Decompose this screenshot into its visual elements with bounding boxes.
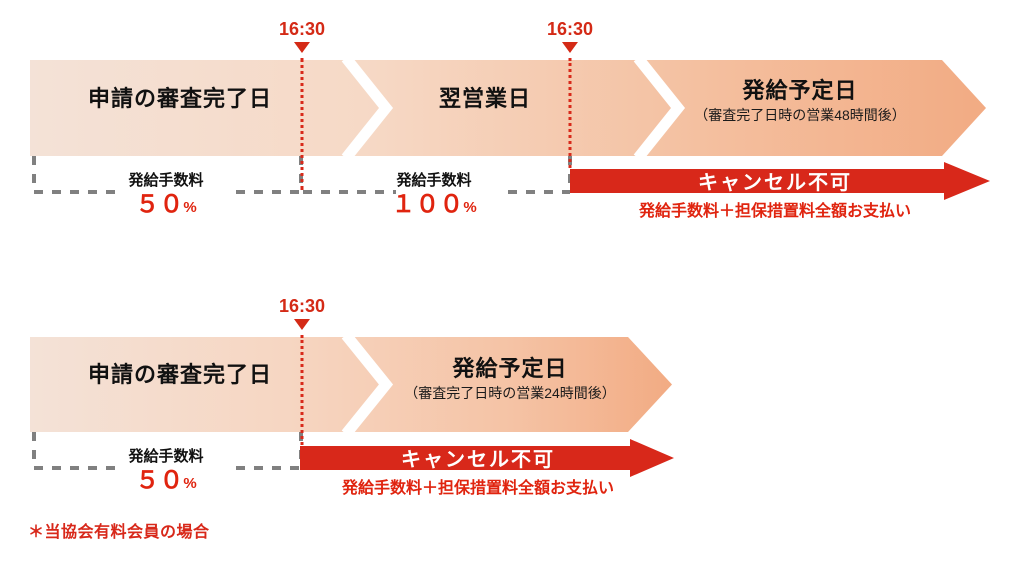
- top-fee-1-name: 発給手数料: [128, 172, 204, 189]
- top-fee-2-name: 発給手数料: [396, 172, 472, 189]
- top-fee-2-value: １００%: [391, 191, 477, 218]
- top-cancel-note: 発給手数料＋担保措置料全額お支払い: [638, 203, 912, 220]
- bottom-cancel-arrow: [300, 439, 680, 477]
- top-time-marker-1-label: 16:30: [278, 19, 326, 39]
- bottom-timeline-band: [30, 331, 675, 438]
- bottom-fee-1-value: ５０%: [135, 467, 197, 494]
- top-time-marker-2: 16:30: [547, 20, 593, 53]
- down-triangle-icon: [293, 319, 310, 330]
- top-time-marker-1: 16:30: [279, 20, 325, 53]
- top-fee-1-unit: %: [183, 199, 197, 216]
- top-dotted-line-1: [300, 58, 304, 190]
- top-fee-1: 発給手数料 ５０%: [128, 172, 203, 218]
- top-timeline-band: [30, 54, 990, 162]
- top-fee-2-unit: %: [463, 199, 477, 216]
- bottom-fee-1-unit: %: [183, 475, 197, 492]
- bottom-fee-1: 発給手数料 ５０%: [128, 448, 203, 494]
- down-triangle-icon: [561, 42, 578, 53]
- bottom-time-marker-1: 16:30: [279, 297, 325, 330]
- top-cancel-arrow: [570, 162, 995, 200]
- top-fee-2: 発給手数料 １００%: [391, 172, 476, 218]
- top-fee-bracket: [24, 152, 604, 200]
- down-triangle-icon: [293, 42, 310, 53]
- bottom-fee-1-name: 発給手数料: [128, 448, 204, 465]
- bottom-dotted-line-1: [300, 335, 304, 445]
- footnote: ＊当協会有料会員の場合: [28, 524, 210, 541]
- bottom-cancel-note: 発給手数料＋担保措置料全額お支払い: [341, 480, 615, 497]
- top-dotted-line-2: [568, 58, 572, 168]
- top-time-marker-2-label: 16:30: [546, 19, 594, 39]
- bottom-cancel-label: キャンセル不可: [401, 449, 555, 471]
- top-fee-1-value: ５０%: [135, 191, 197, 218]
- top-cancel-label: キャンセル不可: [698, 172, 852, 194]
- bottom-time-marker-1-label: 16:30: [278, 296, 326, 316]
